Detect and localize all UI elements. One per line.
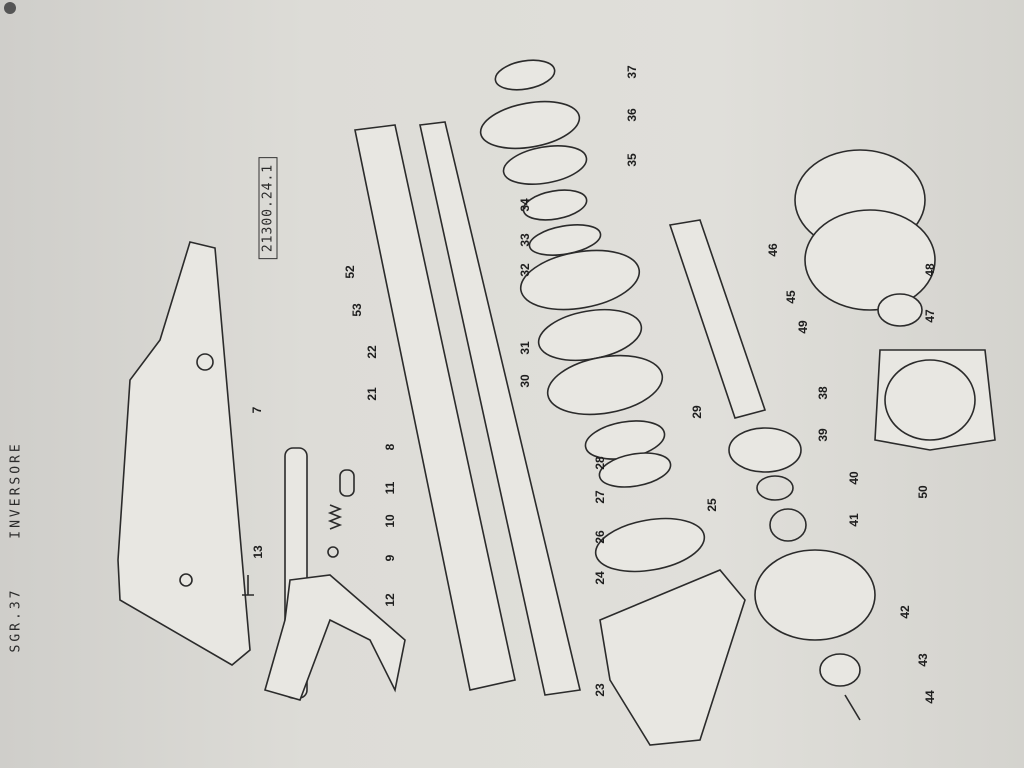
shift-fork bbox=[264, 574, 406, 701]
drawing-code: 21300.24.1 bbox=[258, 156, 278, 260]
part-label: 31 bbox=[518, 341, 532, 355]
section-title: INVERSORE bbox=[8, 441, 24, 539]
gear-42 bbox=[754, 549, 876, 641]
part-label: 33 bbox=[518, 233, 532, 247]
layshaft bbox=[668, 219, 767, 419]
part-label: 22 bbox=[365, 345, 379, 359]
part-label: 28 bbox=[593, 456, 607, 470]
part-label: 10 bbox=[383, 514, 397, 528]
section-number: SGR.37 bbox=[8, 587, 24, 653]
part-label: 49 bbox=[796, 320, 810, 334]
part-label: 50 bbox=[916, 485, 930, 499]
part-label: 41 bbox=[847, 513, 861, 527]
part-label: 34 bbox=[518, 198, 532, 212]
part-label: 45 bbox=[784, 290, 798, 304]
part-label: 32 bbox=[518, 263, 532, 277]
part-label: 36 bbox=[625, 108, 639, 122]
part-label: 21 bbox=[365, 387, 379, 401]
part-label: 27 bbox=[593, 490, 607, 504]
part-label: 39 bbox=[816, 428, 830, 442]
end-cover bbox=[874, 349, 996, 451]
part-label: 8 bbox=[383, 443, 397, 451]
part-label: 12 bbox=[383, 593, 397, 607]
part-label: 7 bbox=[250, 406, 264, 414]
part-label: 11 bbox=[383, 481, 397, 495]
housing-cover bbox=[117, 241, 251, 666]
part-label: 40 bbox=[847, 471, 861, 485]
part-label: 23 bbox=[593, 683, 607, 697]
part-label: 53 bbox=[350, 303, 364, 317]
part-label: 38 bbox=[816, 386, 830, 400]
part-label: 44 bbox=[923, 690, 937, 704]
part-label: 37 bbox=[625, 65, 639, 79]
part-label: 13 bbox=[251, 545, 265, 559]
main-shaft bbox=[354, 124, 516, 691]
part-label: 29 bbox=[690, 405, 704, 419]
part-label: 26 bbox=[593, 530, 607, 544]
part-label: 9 bbox=[383, 554, 397, 562]
bearing-carrier bbox=[599, 569, 746, 746]
binder-hole bbox=[4, 2, 16, 14]
part-label: 52 bbox=[343, 265, 357, 279]
part-label: 46 bbox=[766, 243, 780, 257]
part-label: 35 bbox=[625, 153, 639, 167]
part-label: 24 bbox=[593, 571, 607, 585]
part-label: 25 bbox=[705, 498, 719, 512]
part-label: 43 bbox=[916, 653, 930, 667]
part-label: 48 bbox=[923, 263, 937, 277]
part-label: 42 bbox=[898, 605, 912, 619]
gear-cluster bbox=[479, 59, 706, 573]
input-shaft bbox=[419, 121, 581, 696]
part-label: 47 bbox=[923, 309, 937, 323]
part-label: 30 bbox=[518, 374, 532, 388]
